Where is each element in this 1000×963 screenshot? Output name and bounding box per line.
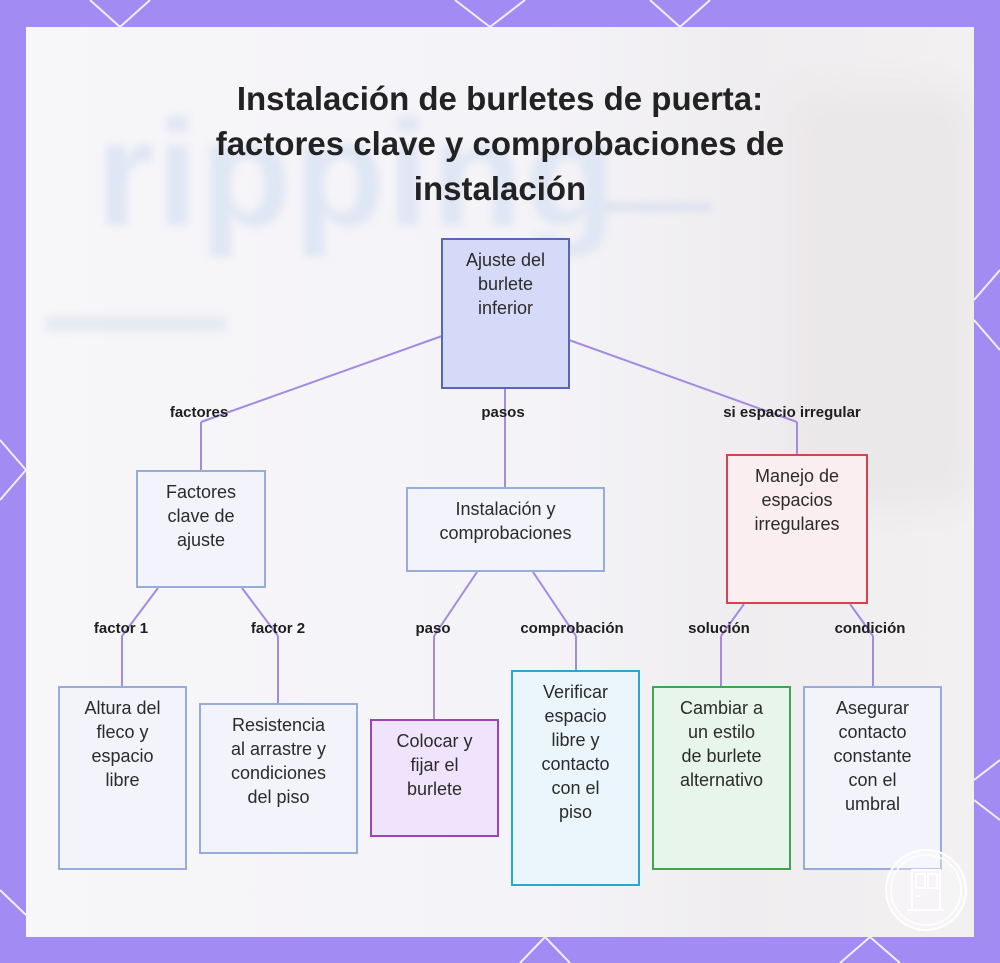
edge-label-factor-2: factor 2 — [250, 620, 306, 637]
edge-label-comprobacion: comprobación — [520, 620, 624, 637]
edge-label-pasos: pasos — [481, 404, 525, 421]
edge-install-verify — [532, 571, 577, 637]
edge-label-si-espacio-irregular: si espacio irregular — [723, 404, 861, 421]
node-altura-fleco-espacio-libre: Altura del fleco y espacio libre — [58, 686, 187, 870]
edge-label-paso: paso — [415, 620, 451, 637]
node-line: comprobaciones — [439, 523, 572, 543]
node-line: libre — [105, 770, 140, 790]
edge-label-condicion: condición — [834, 620, 906, 637]
node-line: fleco y — [96, 722, 149, 742]
node-line: al arrastre y — [230, 739, 327, 759]
node-line: burlete — [477, 274, 534, 294]
node-line: espacio — [91, 746, 154, 766]
node-line: Colocar y — [396, 731, 473, 751]
node-line: con el — [848, 770, 897, 790]
node-line: condiciones — [230, 763, 327, 783]
node-manejo-espacios-irregulares: Manejo de espacios irregulares — [726, 454, 868, 604]
edge-factors-height — [121, 587, 159, 637]
edge-irregular-change — [720, 603, 745, 637]
edge-label-factores: factores — [169, 404, 229, 421]
node-asegurar-contacto-umbral: Asegurar contacto constante con el umbra… — [803, 686, 942, 870]
node-line: Manejo de — [754, 466, 840, 486]
node-line: un estilo — [687, 722, 756, 742]
title-line-1: Instalación de burletes de puerta: — [236, 80, 764, 117]
node-line: con el — [551, 778, 600, 798]
node-ajuste-burlete-inferior: Ajuste del burlete inferior — [441, 238, 570, 389]
edge-label-factor-1: factor 1 — [93, 620, 149, 637]
node-line: Resistencia — [231, 715, 326, 735]
edge-root-irregular — [568, 339, 798, 423]
node-line: de burlete — [681, 746, 762, 766]
node-instalacion-comprobaciones: Instalación y comprobaciones — [406, 487, 605, 572]
edge-install-place — [433, 571, 478, 637]
node-line: clave de — [167, 506, 235, 526]
node-line: alternativo — [679, 770, 764, 790]
node-line: constante — [833, 746, 912, 766]
node-line: piso — [558, 802, 593, 822]
node-line: libre y — [551, 730, 600, 750]
node-line: del piso — [247, 787, 310, 807]
title-line-3: instalación — [413, 170, 587, 207]
edge-irregular-ensure — [849, 603, 874, 637]
node-verificar-espacio-contacto: Verificar espacio libre y contacto con e… — [511, 670, 640, 886]
node-line: contacto — [541, 754, 610, 774]
node-line: ajuste — [176, 530, 226, 550]
edge-root-factors — [200, 335, 443, 423]
node-line: contacto — [838, 722, 907, 742]
edge-factors-resistance — [241, 587, 279, 637]
door-icon — [885, 849, 967, 931]
node-line: umbral — [844, 794, 901, 814]
node-colocar-fijar-burlete: Colocar y fijar el burlete — [370, 719, 499, 837]
node-line: irregulares — [754, 514, 840, 534]
node-line: Factores — [165, 482, 237, 502]
node-line: burlete — [406, 779, 463, 799]
node-line: fijar el — [410, 755, 459, 775]
node-cambiar-estilo-burlete: Cambiar a un estilo de burlete alternati… — [652, 686, 791, 870]
diagram-title: Instalación de burletes de puerta: facto… — [150, 76, 850, 211]
node-line: espacios — [761, 490, 833, 510]
edge-label-solucion: solución — [688, 620, 750, 637]
node-line: Cambiar a — [679, 698, 764, 718]
title-line-2: factores clave y comprobaciones de — [215, 125, 785, 162]
node-line: inferior — [477, 298, 534, 318]
node-line: Instalación y — [455, 499, 556, 519]
node-factores-clave-ajuste: Factores clave de ajuste — [136, 470, 266, 588]
node-line: Verificar — [542, 682, 609, 702]
node-line: Ajuste del — [465, 250, 546, 270]
node-line: Asegurar — [835, 698, 910, 718]
node-line: espacio — [544, 706, 607, 726]
node-resistencia-arrastre: Resistencia al arrastre y condiciones de… — [199, 703, 358, 854]
node-line: Altura del — [84, 698, 161, 718]
